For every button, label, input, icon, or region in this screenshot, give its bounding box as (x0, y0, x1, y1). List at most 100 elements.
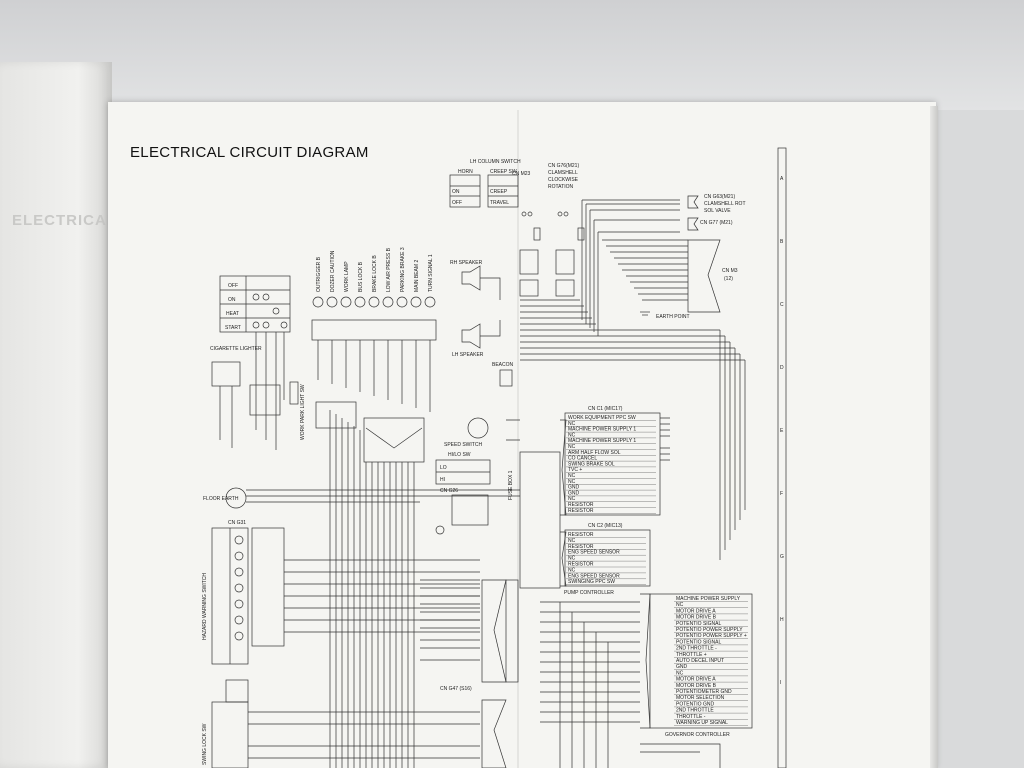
lamp-label-1: OUTRIGGER B (316, 256, 322, 292)
background-wall (0, 0, 1024, 110)
cn-c1-row: GND (568, 485, 580, 491)
cigarette-lighter-label: CIGARETTE LIGHTER (210, 346, 262, 352)
governor-row: POTENTIO POWER SUPPLY (676, 627, 743, 633)
governor-row: POTENTIO GND (676, 701, 714, 707)
earth-point-label: EARTH POINT (656, 314, 690, 320)
governor-row: MOTOR DRIVE B (676, 615, 717, 621)
floor-earth: FLOOR EARTH CN G31 (203, 487, 520, 526)
creep-row-creep: CREEP (490, 189, 508, 195)
cn-c1-row: TVC + (568, 467, 582, 473)
cn-c1-row: NC (568, 444, 576, 450)
governor-title: GOVERNOR CONTROLLER (665, 732, 730, 738)
governor-row: MACHINE POWER SUPPLY (676, 596, 741, 602)
cn-c1-row: ARM HALF FLOW SOL (568, 450, 621, 456)
lh-speaker-label: LH SPEAKER (452, 352, 484, 358)
cn-c1-row: CO CANCEL (568, 456, 597, 462)
cn-c1-row: NC (568, 432, 576, 438)
connector-block (363, 417, 425, 463)
cn-c1-row: GND (568, 490, 580, 496)
side-index-letter: H (780, 617, 784, 623)
cn-c1-row: MACHINE POWER SUPPLY 1 (568, 427, 636, 433)
lh-column-switch-title: LH COLUMN SWITCH (470, 159, 521, 165)
side-index-letter: I (780, 680, 781, 686)
key-switch: OFF ON HEAT START (219, 275, 291, 450)
solenoid-cn2: CN G77 (M21) (700, 220, 733, 226)
lamp-label-9: TURN SIGNAL 1 (428, 254, 434, 292)
hazard-switch: HAZARD WARNING SWITCH (202, 527, 480, 665)
lamp-label-2: DOZER CAUTION (330, 250, 336, 292)
left-page-ghost-text: ELECTRICAL C (12, 212, 134, 229)
work-lamp-switch: WORK PARK LIGHT SW (300, 384, 425, 463)
page-title: ELECTRICAL CIRCUIT DIAGRAM (130, 144, 369, 161)
cn-c1-row: NC (568, 473, 576, 479)
cn-c2-row: RESISTOR (568, 544, 594, 550)
governor-row: AUTO DECEL INPUT (676, 658, 724, 664)
cn-c2-row: ENG SPEED SENSOR (568, 573, 620, 579)
page-edge (930, 106, 938, 768)
cn-c2-title: CN C2 (MIC13) (588, 523, 623, 529)
cn-c2-row: RESISTOR (568, 562, 594, 568)
side-index-letter: A (780, 176, 784, 182)
cn-m3-connector (687, 239, 721, 313)
lamp-label-3: WORK LAMP (344, 261, 350, 292)
hilo-cn: CN G26 (440, 488, 458, 494)
governor-row: NC (676, 602, 684, 608)
pump-controller-label: PUMP CONTROLLER (564, 590, 614, 596)
lamp-label-4: BUS LOCK B (358, 261, 364, 292)
side-index-letter: F (780, 491, 783, 497)
wire-bundle-center (329, 410, 480, 768)
key-row-on: ON (228, 297, 236, 303)
cn-c1-row: RESISTOR (568, 508, 594, 514)
wire-bundle-top (520, 199, 746, 560)
horn-label: HORN (458, 169, 473, 175)
lamp-label-6: LOW AIR PRESS B (386, 247, 392, 292)
cn-c2-row: NC (568, 538, 576, 544)
solenoid-line-2: SOL VALVE (704, 208, 731, 214)
side-index-letter: E (780, 428, 784, 434)
work-lamp-sw-label: WORK PARK LIGHT SW (300, 384, 306, 440)
cn-c1-row: NC (568, 496, 576, 502)
rh-speaker (461, 265, 481, 291)
creep-label: CREEP SW (490, 169, 517, 175)
cn-m3-sub: (12) (724, 276, 733, 282)
swing-lock-label: SWING LOCK SW (202, 723, 208, 765)
cn-c1-row: WORK EQUIPMENT PPC SW (568, 415, 636, 421)
governor-row: NC (676, 670, 684, 676)
creep-row-travel: TRAVEL (490, 200, 509, 206)
governor-row: MOTOR SELECTION (676, 695, 725, 701)
lamp-label-5: BRAKE LOCK B (372, 255, 378, 292)
horn-switch-box (449, 174, 481, 208)
cn-g31-label: CN G31 (228, 520, 246, 526)
cn-c1-row: NC (568, 479, 576, 485)
governor-row: POTENTIOMETER GND (676, 689, 732, 695)
horn-row-on: ON (452, 189, 460, 195)
side-index-letter: D (780, 365, 784, 371)
governor-row: GND (676, 664, 688, 670)
cn-c1-row: MACHINE POWER SUPPLY 1 (568, 438, 636, 444)
governor-row: 2ND THROTTLE - (676, 646, 717, 652)
swing-lock-switch: SWING LOCK SW (202, 679, 480, 768)
rh-speaker-label: RH SPEAKER (450, 260, 483, 266)
clamshell-cn: CN G76(M21) (548, 163, 579, 169)
creep-switch-box (487, 174, 519, 208)
key-row-start: START (225, 325, 241, 331)
speed-switch-label: SPEED SWITCH (444, 442, 482, 448)
governor-row: POTENTIO SIGNAL (676, 621, 722, 627)
lamp-label-7: PARKING BRAKE 3 (400, 247, 406, 292)
side-index-letter: G (780, 554, 784, 560)
governor-row: POTENTIO SIGNAL (676, 639, 722, 645)
cn-c1-title: CN C1 (MIC17) (588, 406, 623, 412)
cn-c1-row: SWING BRAKE SOL (568, 461, 615, 467)
governor-row: MOTOR DRIVE B (676, 683, 717, 689)
governor-row: 2ND THROTTLE (676, 708, 714, 714)
cn-c2-row: SWINGING PPC SW (568, 579, 615, 585)
lamp-label-8: MAIN BEAM 2 (414, 260, 420, 292)
horn-row-off: OFF (452, 200, 462, 206)
cn-m23-label: CN M23 (512, 171, 531, 177)
clamshell-solenoid: CN G63(M21) CLAMSHELL ROT SOL VALVE CN G… (640, 194, 746, 320)
cn-c1-row: NC (568, 421, 576, 427)
